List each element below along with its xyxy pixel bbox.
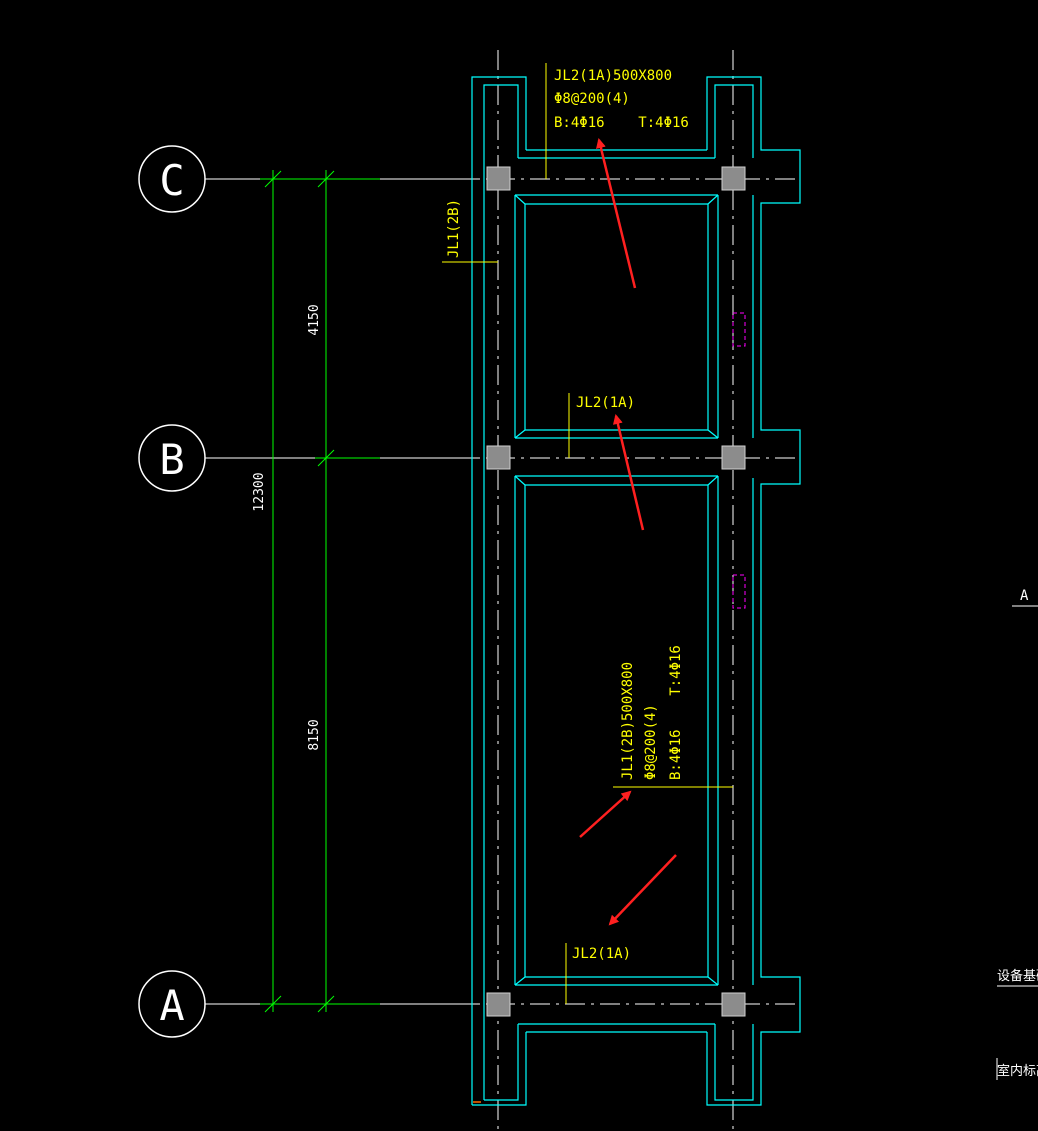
column-b-right bbox=[721, 445, 746, 470]
beam-label-center-line1: JL1(2B)500X800 bbox=[620, 662, 636, 780]
beam-label-top-line1: JL2(1A)500X800 bbox=[554, 68, 672, 84]
foundation-beams bbox=[471, 76, 801, 1106]
beam-label-top: JL2(1A)500X800 Φ8@200(4) B:4Φ16 T:4Φ16 bbox=[554, 68, 689, 131]
beam-label-center-line2: Φ8@200(4) bbox=[643, 704, 659, 780]
magenta-markers bbox=[732, 312, 746, 609]
beam-label-left-jl1: JL1(2B) bbox=[446, 199, 462, 258]
axis-bubble-a: A bbox=[138, 970, 206, 1038]
arrow-mid bbox=[612, 414, 645, 531]
beam-label-mid-jl2: JL2(1A) bbox=[576, 395, 635, 411]
right-edge-text-2: 室内标高 bbox=[997, 1063, 1038, 1079]
axis-label-a: A bbox=[159, 981, 184, 1030]
right-beam-left-edge bbox=[706, 76, 801, 1106]
left-beam-inner bbox=[483, 84, 519, 1100]
axis-label-c: C bbox=[159, 156, 184, 205]
axis-label-b: B bbox=[159, 435, 184, 484]
dimension-total: 12300 bbox=[252, 472, 267, 511]
axis-lines bbox=[205, 178, 460, 1005]
axis-bubble-c: C bbox=[138, 145, 206, 213]
dimension-upper: 4150 bbox=[307, 304, 322, 335]
left-beam-outer bbox=[471, 76, 527, 1105]
column-c-left bbox=[486, 166, 511, 191]
beam-label-bottom-jl2: JL2(1A) bbox=[572, 946, 631, 962]
column-a-right bbox=[721, 992, 746, 1017]
arrow-top bbox=[596, 138, 637, 289]
column-b-left bbox=[486, 445, 511, 470]
arrow-center bbox=[579, 790, 632, 838]
dimension-lines bbox=[260, 170, 380, 1013]
centerlines bbox=[460, 50, 800, 1131]
axis-bubble-b: B bbox=[138, 424, 206, 492]
beam-label-center-line3: B:4Φ16 T:4Φ16 bbox=[668, 645, 684, 780]
beam-label-top-line2: Φ8@200(4) bbox=[554, 91, 630, 107]
leader-lines bbox=[442, 63, 733, 1004]
column-c-right bbox=[721, 166, 746, 191]
columns bbox=[486, 166, 746, 1017]
beam-label-center: JL1(2B)500X800 Φ8@200(4) B:4Φ16 T:4Φ16 bbox=[620, 645, 684, 780]
right-edge-text-1: 设备基础 bbox=[997, 968, 1038, 984]
red-arrows bbox=[579, 138, 677, 926]
column-a-left bbox=[486, 992, 511, 1017]
right-beam-inner bbox=[714, 84, 754, 158]
arrow-bottom bbox=[608, 854, 677, 926]
dimension-lower: 8150 bbox=[307, 719, 322, 750]
beam-label-top-line3: B:4Φ16 T:4Φ16 bbox=[554, 115, 689, 131]
right-edge-label-a: A bbox=[1020, 588, 1029, 604]
